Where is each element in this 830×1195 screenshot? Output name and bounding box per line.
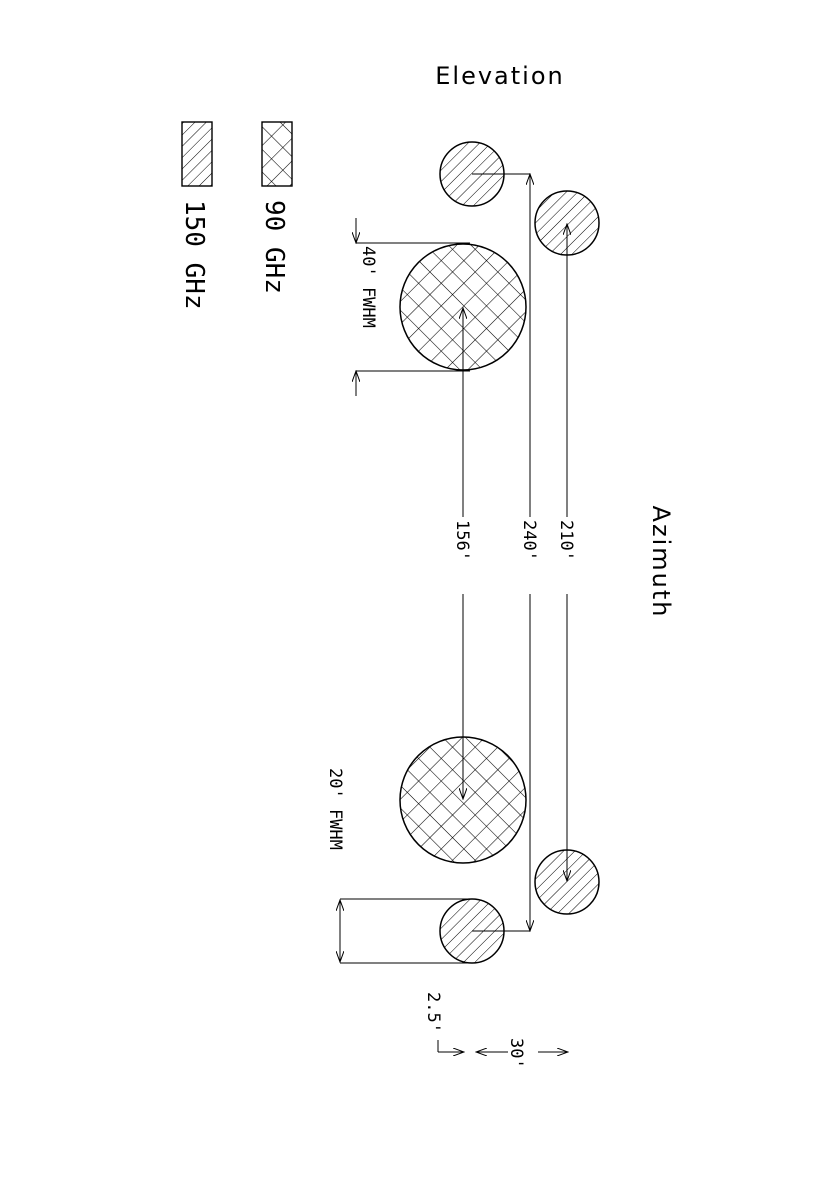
legend: 90 GHz 150 GHz	[179, 121, 293, 310]
scale-2-5-label: 2.5'	[423, 992, 443, 1033]
fwhm-40-label: 40' FWHM	[358, 246, 378, 328]
legend-swatch-diagonal	[181, 121, 213, 187]
elevation-label: Elevation	[435, 62, 564, 90]
azimuth-label: Azimuth	[647, 506, 675, 619]
dimension-fwhm-20: 20' FWHM	[325, 768, 476, 964]
sep-156-label: 156'	[452, 520, 472, 561]
dimension-sep-210: 210'	[556, 224, 576, 881]
fwhm-20-label: 20' FWHM	[325, 768, 345, 850]
sep-240-label: 240'	[519, 520, 539, 561]
scale-bar-30: 30'	[476, 1038, 568, 1069]
scale-30-label: 30'	[506, 1038, 526, 1069]
legend-label-90ghz: 90 GHz	[259, 200, 289, 294]
scale-bar-2-5: 2.5'	[423, 992, 464, 1052]
legend-label-150ghz: 150 GHz	[179, 200, 209, 310]
dimension-sep-240: 240'	[472, 174, 539, 931]
sep-210-label: 210'	[556, 520, 576, 561]
legend-swatch-crosshatch	[261, 121, 293, 187]
dimension-fwhm-40: 40' FWHM	[356, 218, 470, 396]
dimension-sep-156: 156'	[452, 308, 472, 799]
beams	[399, 141, 600, 964]
